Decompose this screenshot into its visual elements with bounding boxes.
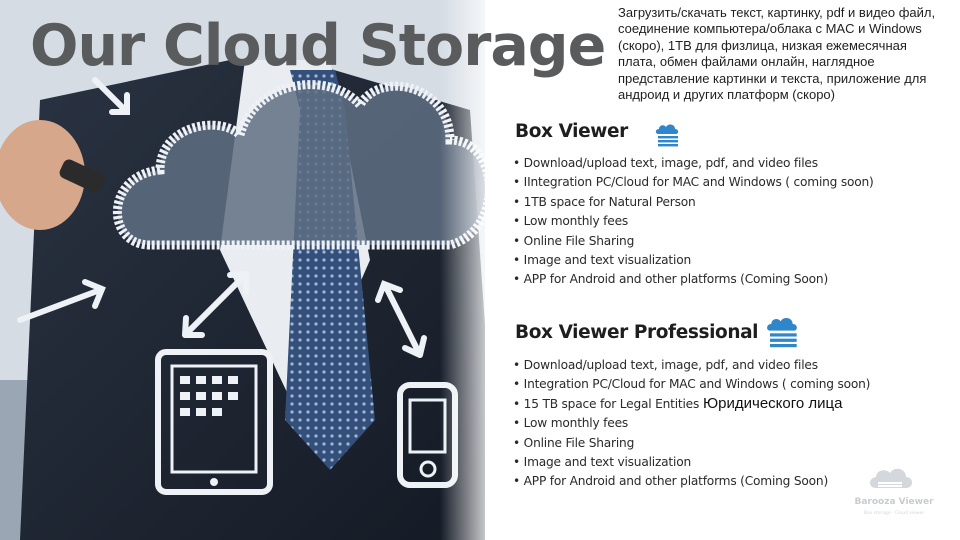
- list-item: 1TB space for Natural Person: [513, 193, 874, 212]
- arrow-left-icon: [17, 279, 106, 323]
- box-viewer-pro-title: Box Viewer Professional: [515, 322, 759, 343]
- cloud-drawing: [113, 80, 494, 250]
- brand-name: Barooza Viewer: [854, 497, 934, 507]
- list-item: Low monthly fees: [513, 414, 870, 433]
- list-item: Low monthly fees: [513, 212, 874, 231]
- list-item: IIntegration PC/Cloud for MAC and Window…: [513, 173, 874, 192]
- hand-shape: [0, 120, 85, 230]
- list-item: Image and text visualization: [513, 453, 870, 472]
- marker-shape: [59, 159, 105, 193]
- cloud-stack-icon: [767, 318, 797, 348]
- list-item: 15 TB space for Legal Entities: [513, 395, 870, 414]
- list-item: Download/upload text, image, pdf, and vi…: [513, 356, 870, 375]
- list-item: Integration PC/Cloud for MAC and Windows…: [513, 375, 871, 394]
- list-item: APP for Android and other platforms (Com…: [513, 270, 874, 289]
- arrow-tablet-icon: [182, 270, 249, 338]
- cloud-stack-icon: [655, 124, 679, 147]
- box-viewer-pro-feature-list: Download/upload text, image, pdf, and vi…: [513, 356, 871, 492]
- box-viewer-feature-list: Download/upload text, image, pdf, and vi…: [513, 154, 874, 290]
- legal-entity-translation: Юридического лица: [703, 395, 843, 413]
- russian-translation-note: Загрузить/скачать текст, картинку, pdf и…: [618, 5, 936, 103]
- arrow-into-cloud-icon: [92, 77, 130, 115]
- page-headline: Our Cloud Storage: [30, 13, 606, 79]
- list-item: Download/upload text, image, pdf, and vi…: [513, 154, 874, 173]
- list-item: APP for Android and other platforms (Com…: [513, 472, 870, 491]
- brand-logo: Barooza Viewer Box storage · Cloud viewe…: [854, 468, 934, 516]
- list-item: Online File Sharing: [513, 232, 874, 251]
- box-viewer-title: Box Viewer: [515, 121, 628, 142]
- list-item: Online File Sharing: [513, 434, 870, 453]
- arrow-phone-icon: [375, 280, 427, 358]
- list-item: Image and text visualization: [513, 251, 874, 270]
- brand-tagline: Box storage · Cloud viewer: [864, 510, 925, 516]
- tablet-drawing: [155, 349, 273, 495]
